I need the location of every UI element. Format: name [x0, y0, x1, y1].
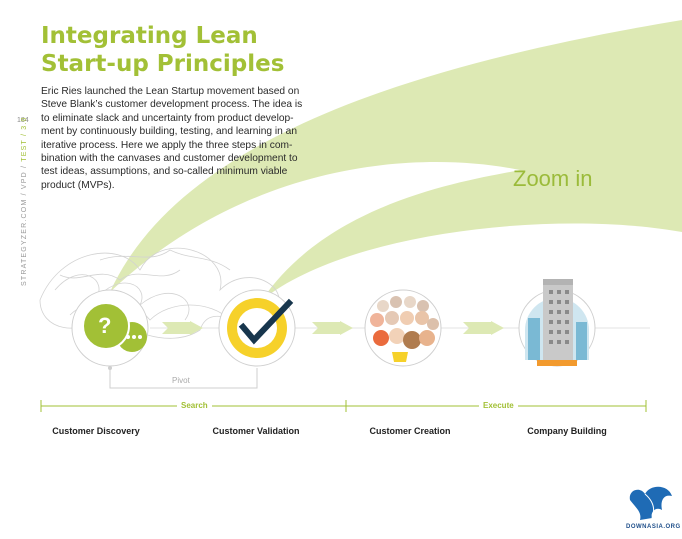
intro-line: iterative process. Here we apply the thr…	[41, 139, 293, 151]
zoom-beam	[110, 20, 682, 300]
timeline	[40, 400, 647, 412]
side-nav-prefix: STRATEGYZER.COM / VPD /	[21, 161, 28, 286]
customer-validation-icon	[218, 289, 296, 367]
step-label-discovery: Customer Discovery	[52, 426, 140, 436]
downasia-logo	[629, 486, 672, 520]
page-title: Integrating Lean Start-up Principles	[41, 22, 284, 78]
question-mark: ?	[98, 313, 112, 338]
intro-line: product (MVPs).	[41, 179, 115, 191]
checkmark-icon	[238, 298, 294, 345]
intro-line: ment by continuously building, testing, …	[41, 126, 297, 138]
intro-line: to eliminate slack and uncertainty from …	[41, 112, 294, 124]
flow-arrow-1	[162, 321, 203, 335]
pivot-loop	[109, 368, 258, 389]
intro-line: test ideas, assumptions, and so-called m…	[41, 166, 288, 178]
logo-text: DOWNASIA.ORG	[626, 524, 681, 530]
flow-arrow-3	[463, 321, 504, 335]
step-label-building: Company Building	[527, 426, 607, 436]
flow-arrow-2	[312, 321, 353, 335]
intro-line: Steve Blank’s customer development proce…	[41, 99, 303, 111]
side-nav-current: TEST / 3.0	[21, 116, 28, 162]
zoom-label: Zoom in	[513, 166, 593, 191]
intro-paragraph: Eric Ries launched the Lean Startup move…	[41, 85, 337, 192]
intro-line: bination with the canvases and customer …	[41, 153, 298, 165]
side-navigation: STRATEGYZER.COM / VPD / TEST / 3.0	[21, 116, 28, 286]
search-phase-label: Search	[177, 401, 212, 410]
execute-phase-label: Execute	[479, 401, 518, 410]
customer-creation-icon	[364, 289, 442, 367]
title-line-1: Integrating Lean	[41, 23, 258, 49]
step-label-validation: Customer Validation	[212, 426, 300, 436]
intro-line: Eric Ries launched the Lean Startup move…	[41, 86, 300, 97]
title-line-2: Start-up Principles	[41, 51, 285, 77]
page-number: 184	[17, 117, 29, 124]
step-label-creation: Customer Creation	[369, 426, 451, 436]
customer-discovery-icon	[71, 289, 149, 367]
pivot-label: Pivot	[172, 376, 190, 385]
